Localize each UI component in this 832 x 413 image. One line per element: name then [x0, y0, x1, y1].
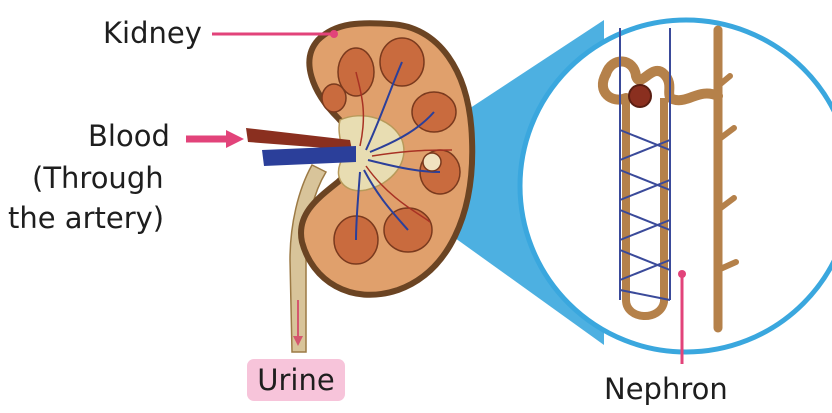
blood-inflow-arrow: [186, 130, 244, 148]
urine-label: Urine: [247, 359, 345, 401]
renal-artery: [246, 128, 352, 150]
blood-label: Blood: [88, 117, 170, 155]
kidney-label: Kidney: [103, 14, 202, 52]
nephron-label: Nephron: [604, 370, 728, 408]
blood-through-label: (Through: [32, 159, 164, 197]
blood-artery-label: the artery): [8, 199, 164, 237]
